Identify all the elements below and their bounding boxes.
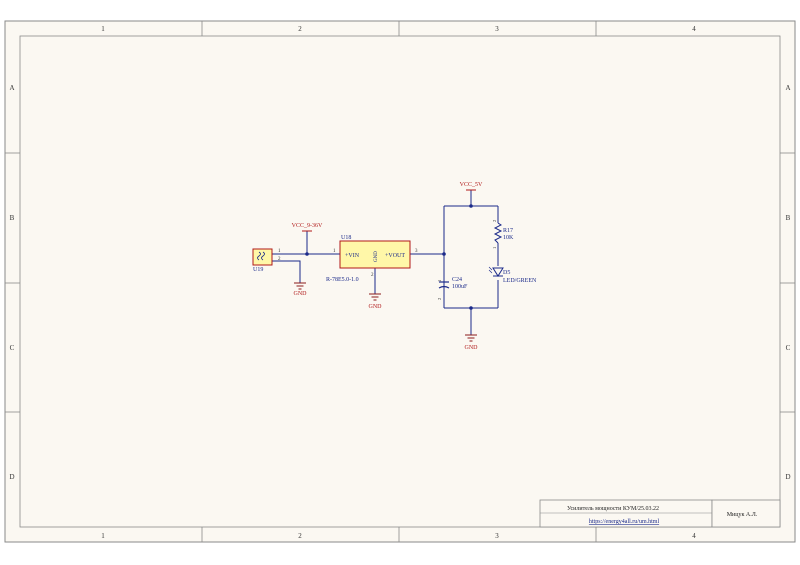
u19-ref: U19 xyxy=(253,267,263,273)
col-label-top-2: 2 xyxy=(298,25,302,33)
title-block: Усилитель мощности КУМ/25.03.22 https://… xyxy=(539,499,781,528)
u18-pin-vin: +VIN xyxy=(345,253,360,259)
col-label-bottom-3: 3 xyxy=(495,532,499,540)
junctions xyxy=(305,204,473,310)
c24-pin2-number: 2 xyxy=(437,298,442,300)
row-dividers xyxy=(5,152,795,413)
col-label-top-4: 4 xyxy=(692,25,696,33)
regulator-u18[interactable]: U18 +VIN +VOUT GND 1 3 2 R-78E5.0-1.0 xyxy=(326,235,418,283)
col-label-top-1: 1 xyxy=(101,25,105,33)
r17-ref: R17 xyxy=(503,228,513,234)
u18-pin-vout: +VOUT xyxy=(385,253,405,259)
vcc-9-36v-label: VCC_9-36V xyxy=(292,223,323,229)
column-dividers xyxy=(201,21,597,542)
row-label-left-c: C xyxy=(10,344,15,352)
d5-ref: D5 xyxy=(503,270,510,276)
title-block-author: Мицук А.Л. xyxy=(727,512,758,518)
gnd-label-3: GND xyxy=(465,345,479,351)
u18-value: R-78E5.0-1.0 xyxy=(326,277,359,283)
capacitor-c24[interactable]: C24 100uF 1 2 xyxy=(437,277,468,300)
d5-value: LED/GREEN xyxy=(503,278,537,284)
drawing-border xyxy=(19,35,781,528)
c24-value: 100uF xyxy=(452,284,468,290)
row-label-right-d: D xyxy=(785,473,790,481)
title-block-url-link[interactable]: https://energy4all.ru/um.html xyxy=(589,519,660,525)
row-label-left-a: A xyxy=(9,84,14,92)
gnd-label-1: GND xyxy=(294,291,308,297)
u19-pin1: 1 xyxy=(278,249,281,254)
row-label-right-c: C xyxy=(786,344,791,352)
vcc-5v-symbol[interactable]: VCC_5V xyxy=(460,182,483,191)
c24-ref: C24 xyxy=(452,277,462,283)
vcc-9-36v-symbol[interactable]: VCC_9-36V xyxy=(292,223,323,232)
row-label-right-b: B xyxy=(786,214,791,222)
connector-u19[interactable]: U19 1 2 xyxy=(252,248,281,273)
u18-pin-gnd: GND xyxy=(374,251,379,262)
gnd-label-2: GND xyxy=(369,304,383,310)
gnd-symbol-1[interactable]: GND xyxy=(294,282,308,297)
paper-background xyxy=(4,20,796,543)
title-block-title: Усилитель мощности КУМ/25.03.22 xyxy=(567,506,659,512)
col-label-bottom-2: 2 xyxy=(298,532,302,540)
r17-pin2-number: 2 xyxy=(492,220,497,222)
u19-pin2: 2 xyxy=(278,257,281,262)
col-label-bottom-4: 4 xyxy=(692,532,696,540)
col-label-top-3: 3 xyxy=(495,25,499,33)
row-label-left-d: D xyxy=(9,473,14,481)
vcc-5v-label: VCC_5V xyxy=(460,182,483,188)
led-d5[interactable]: D5 LED/GREEN xyxy=(488,266,537,284)
row-label-left-b: B xyxy=(10,214,15,222)
u18-pin1-number: 1 xyxy=(333,249,336,254)
r17-value: 10K xyxy=(503,235,514,241)
u18-pin3-number: 3 xyxy=(415,249,418,254)
c24-pin1-number: 1 xyxy=(437,280,442,282)
gnd-symbol-2[interactable]: GND xyxy=(369,293,383,310)
u18-pin2-number: 2 xyxy=(371,273,374,278)
col-label-bottom-1: 1 xyxy=(101,532,105,540)
gnd-symbol-3[interactable]: GND xyxy=(465,334,479,351)
resistor-r17[interactable]: R17 10K 2 1 xyxy=(492,220,514,249)
r17-pin1-number: 1 xyxy=(492,247,497,249)
row-label-right-a: A xyxy=(785,84,790,92)
u18-ref: U18 xyxy=(341,235,351,241)
